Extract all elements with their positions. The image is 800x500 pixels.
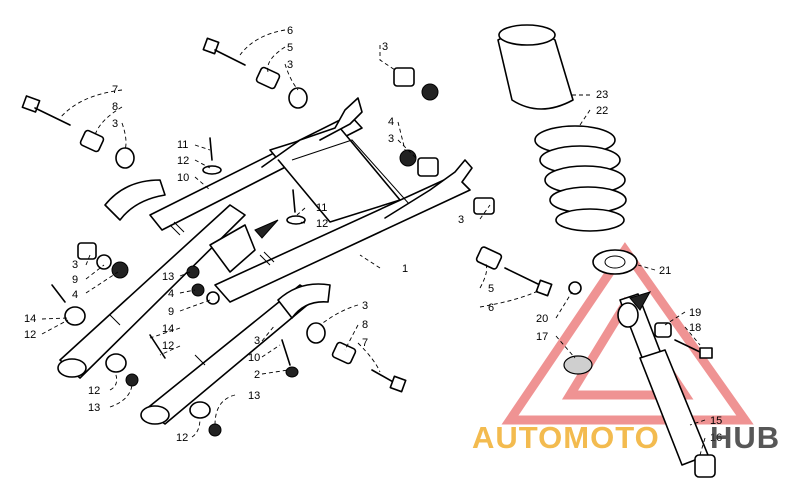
callout-13-bottom: 13 [248, 390, 260, 402]
watermark-logo-text: AUTOMOTO HUB [472, 420, 780, 455]
callout-8-left: 8 [112, 101, 118, 113]
callout-10-a: 10 [177, 172, 189, 184]
callout-9-left: 9 [72, 274, 78, 286]
callout-8-lower-right: 8 [362, 319, 368, 331]
callout-12-left-b: 12 [88, 385, 100, 397]
callout-15: 15 [710, 415, 722, 427]
callout-5-top: 5 [287, 42, 293, 54]
callout-3-center: 3 [254, 335, 260, 347]
bolt-group-right [475, 246, 553, 297]
callout-3-top-right: 3 [382, 41, 388, 53]
callout-1: 1 [402, 263, 408, 275]
callout-12-bottom: 12 [176, 432, 188, 444]
callout-19: 19 [689, 307, 701, 319]
callout-6-right: 6 [488, 302, 494, 314]
bolt-group-lower-right [306, 322, 407, 393]
spacer-stack-top-right [393, 67, 495, 215]
callout-3-right: 3 [458, 214, 464, 226]
hardware-left [51, 242, 139, 387]
callout-20: 20 [536, 313, 548, 325]
callout-16: 16 [710, 432, 722, 444]
watermark-text-automoto: AUTOMOTO [472, 420, 660, 455]
callout-3-left: 3 [112, 118, 118, 130]
callout-3-lower-right: 3 [362, 300, 368, 312]
callout-22: 22 [596, 105, 608, 117]
leader-lines [41, 29, 706, 456]
callout-21: 21 [659, 265, 671, 277]
hardware-center [149, 137, 306, 437]
callout-12-left: 12 [24, 329, 36, 341]
callout-14-center: 14 [162, 323, 174, 335]
shock-absorber-assembly [497, 24, 716, 478]
callout-7-left: 7 [112, 84, 118, 96]
callout-10-center: 10 [248, 352, 260, 364]
callout-13-center: 13 [162, 271, 174, 283]
callout-4-center: 4 [168, 288, 174, 300]
watermark-text-hub: HUB [710, 420, 780, 455]
bolt-group-top [202, 37, 308, 109]
callout-17: 17 [536, 331, 548, 343]
callout-3-top-right-b: 3 [388, 133, 394, 145]
callout-12-a: 12 [177, 155, 189, 167]
callout-7-lower-right: 7 [362, 337, 368, 349]
callout-6-top: 6 [287, 25, 293, 37]
callout-labels: 6 5 3 3 4 3 7 8 3 11 12 10 11 12 3 1 5 6… [24, 25, 722, 444]
callout-23: 23 [596, 89, 608, 101]
callout-12-b: 12 [316, 218, 328, 230]
callout-3-top: 3 [287, 59, 293, 71]
callout-13-left: 13 [88, 402, 100, 414]
callout-4-left: 4 [72, 289, 78, 301]
callout-5-right: 5 [488, 283, 494, 295]
callout-3-left-b: 3 [72, 259, 78, 271]
callout-2: 2 [254, 369, 260, 381]
callout-4-top-right: 4 [388, 116, 394, 128]
callout-12-center: 12 [162, 340, 174, 352]
callout-11-b: 11 [316, 202, 327, 214]
callout-14-left: 14 [24, 313, 36, 325]
callout-18: 18 [689, 322, 701, 334]
callout-11-a: 11 [177, 139, 188, 151]
rear-arm-frame [57, 97, 473, 425]
bolt-group-left [21, 95, 135, 169]
callout-9-center: 9 [168, 306, 174, 318]
